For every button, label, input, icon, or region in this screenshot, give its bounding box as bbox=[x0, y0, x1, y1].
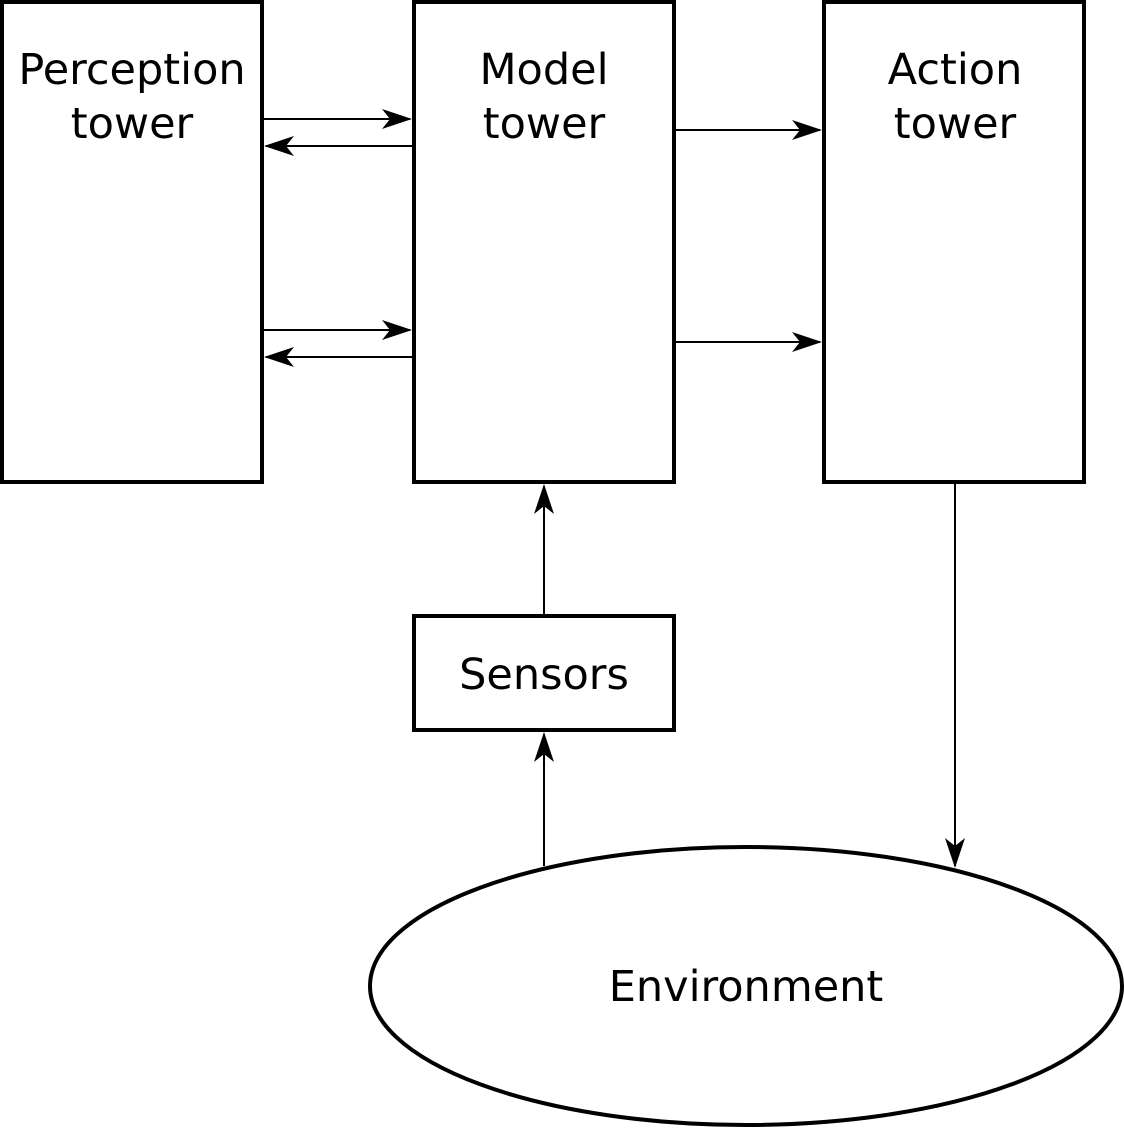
action-tower-box bbox=[822, 0, 1086, 484]
action-tower-node: Action tower bbox=[822, 0, 1086, 484]
perception-tower-box bbox=[0, 0, 264, 484]
sensors-node: Sensors bbox=[412, 614, 676, 732]
environment-node: Environment bbox=[368, 845, 1124, 1127]
sensors-label: Sensors bbox=[459, 650, 629, 700]
action-tower-label-line1: Action bbox=[888, 45, 1023, 95]
model-tower-label-line2: tower bbox=[483, 99, 606, 149]
action-tower-label-line2: tower bbox=[894, 99, 1017, 149]
environment-label: Environment bbox=[609, 962, 884, 1012]
model-tower-box bbox=[412, 0, 676, 484]
model-tower-label-line1: Model bbox=[479, 45, 608, 95]
sensors-box bbox=[412, 614, 676, 732]
model-tower-node: Model tower bbox=[412, 0, 676, 484]
perception-tower-node: Perception tower bbox=[0, 0, 264, 484]
perception-tower-label-line1: Perception bbox=[18, 45, 245, 95]
perception-tower-label-line2: tower bbox=[71, 99, 194, 149]
environment-ellipse bbox=[368, 845, 1124, 1127]
